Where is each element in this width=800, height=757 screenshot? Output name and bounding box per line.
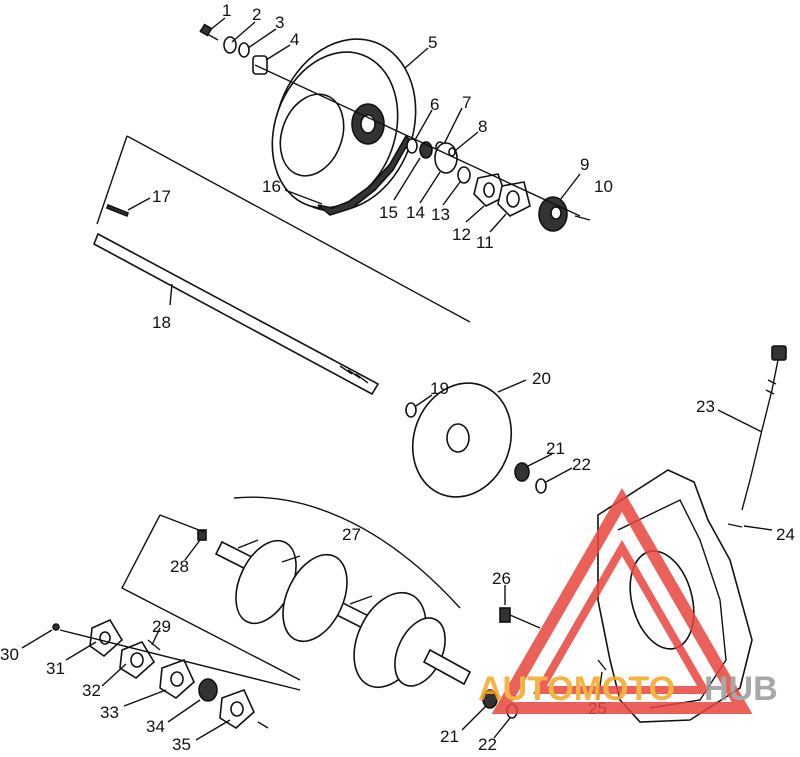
assembly-phantom-left	[121, 514, 301, 681]
flange-axis-line	[59, 629, 301, 691]
flange-32	[119, 641, 156, 679]
bearing-34	[198, 678, 218, 702]
label-3: 3	[275, 13, 284, 32]
automotohub-watermark: AUTOMOTO HUB	[478, 487, 778, 714]
flange-11	[497, 181, 531, 217]
label-4: 4	[290, 30, 299, 49]
label-5: 5	[428, 33, 437, 52]
label-32: 32	[82, 681, 101, 700]
track-driver-assembly-27	[214, 539, 472, 689]
flange-12	[473, 173, 507, 207]
screw-28	[197, 529, 207, 541]
watermark-text-hub: HUB	[704, 670, 778, 708]
label-34: 34	[146, 717, 165, 736]
shaft-phantom-line	[126, 135, 471, 323]
speedometer-cable-23	[741, 345, 787, 511]
screw-35-bolt	[257, 721, 269, 729]
label-27: 27	[342, 525, 361, 544]
label-8: 8	[478, 117, 487, 136]
label-22-lower: 22	[478, 735, 497, 752]
bearing-21-lower	[482, 689, 498, 709]
watermark-triangle-outer	[491, 487, 753, 714]
label-35: 35	[172, 735, 191, 752]
label-23: 23	[696, 397, 715, 416]
label-24: 24	[776, 525, 795, 544]
coupler-9	[538, 196, 568, 232]
ring-19	[405, 402, 417, 418]
label-2: 2	[252, 5, 261, 24]
label-18: 18	[152, 313, 171, 332]
label-30: 30	[0, 645, 19, 664]
bearing-13	[457, 166, 471, 184]
watermark-text-auto: AUTOMOTO	[478, 670, 675, 708]
label-12: 12	[452, 225, 471, 244]
flange-35	[219, 688, 255, 729]
bolt-10	[574, 215, 591, 221]
label-11: 11	[476, 233, 494, 252]
nut-30	[52, 623, 60, 631]
label-20: 20	[532, 369, 551, 388]
drive-chain-16	[317, 134, 411, 216]
label-22-upper: 22	[572, 455, 591, 474]
brake-disc-20	[411, 382, 513, 498]
label-16: 16	[262, 177, 281, 196]
label-9: 9	[580, 155, 589, 174]
assembly-bracket-27	[233, 496, 461, 609]
screw-25	[597, 659, 607, 671]
screw-29	[147, 639, 161, 651]
label-15: 15	[379, 203, 398, 222]
label-21-lower: 21	[440, 727, 459, 746]
shaft-phantom-line-left	[96, 135, 128, 225]
washer-6	[406, 138, 418, 154]
label-1: 1	[222, 1, 231, 20]
leader-lines	[21, 17, 773, 741]
bolt-26	[499, 607, 541, 629]
large-sprocket-5	[271, 38, 417, 212]
label-19: 19	[430, 379, 449, 398]
label-10: 10	[594, 177, 613, 196]
label-21-upper: 21	[546, 439, 565, 458]
label-28: 28	[170, 557, 189, 576]
flange-33	[159, 658, 195, 699]
bolt-1	[199, 23, 219, 41]
assembly-phantom-top	[159, 514, 205, 533]
label-29: 29	[152, 617, 171, 636]
label-26: 26	[492, 569, 511, 588]
ring-22-upper	[535, 478, 547, 494]
label-14: 14	[406, 203, 425, 222]
washer-3	[238, 42, 250, 58]
label-33: 33	[100, 703, 119, 722]
key-17	[106, 203, 129, 218]
label-17: 17	[152, 187, 171, 206]
label-31: 31	[46, 659, 65, 678]
driveshaft-18	[92, 232, 380, 396]
bearing-21-upper	[514, 462, 530, 482]
screw-24	[727, 523, 743, 528]
label-13: 13	[431, 205, 450, 224]
upper-axis-line	[254, 64, 581, 217]
label-7: 7	[462, 93, 471, 112]
label-6: 6	[430, 95, 439, 114]
flange-31	[89, 618, 124, 658]
watermark-triangle-inner	[533, 540, 711, 694]
